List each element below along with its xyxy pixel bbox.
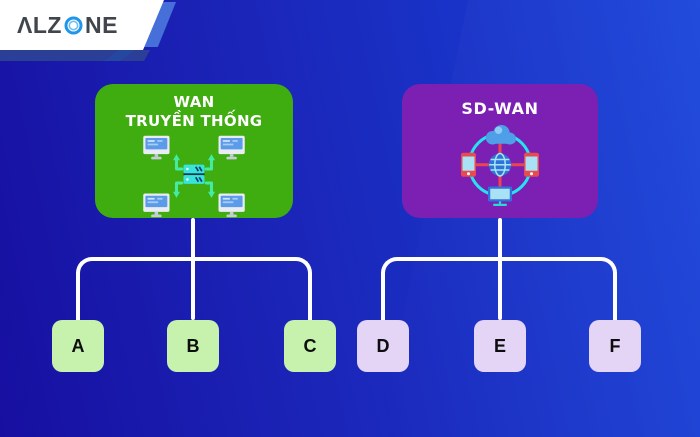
logo-text-suffix: NE <box>84 11 118 38</box>
sdwan-panel-title: SD-WAN <box>402 99 598 119</box>
node-c: C <box>284 320 336 372</box>
sdwan-cloud-network-icon <box>461 125 539 206</box>
background-streak <box>378 0 700 437</box>
node-b: B <box>167 320 219 372</box>
sdwan-title: SD-WAN <box>461 99 539 118</box>
node-e-label: E <box>493 335 506 356</box>
node-d-label: D <box>376 335 390 356</box>
node-b-label: B <box>186 335 200 356</box>
wan-title-line2: TRUYỀN THỐNG <box>125 111 263 130</box>
wan-panel: WAN TRUYỀN THỐNG <box>95 84 293 218</box>
traditional-wan-network-icon <box>143 135 245 217</box>
logo-underline-bar <box>0 50 150 61</box>
logo-text-prefix: ΛLZ <box>17 11 62 38</box>
node-c-label: C <box>303 335 317 356</box>
logo-panel: ΛLZ NE <box>0 0 164 50</box>
node-f: F <box>589 320 641 372</box>
node-e: E <box>474 320 526 372</box>
wan-title-line1: WAN <box>173 93 215 111</box>
wan-panel-title: WAN TRUYỀN THỐNG <box>95 93 293 131</box>
logo-text: ΛLZ NE <box>17 12 118 39</box>
sdwan-panel: SD-WAN <box>402 84 598 218</box>
node-a: A <box>52 320 104 372</box>
wan-connector-stem <box>191 218 195 320</box>
logo-o-icon <box>63 15 84 36</box>
sdwan-connector-stem <box>498 218 502 320</box>
node-f-label: F <box>609 335 621 356</box>
node-d: D <box>357 320 409 372</box>
node-a-label: A <box>71 335 85 356</box>
